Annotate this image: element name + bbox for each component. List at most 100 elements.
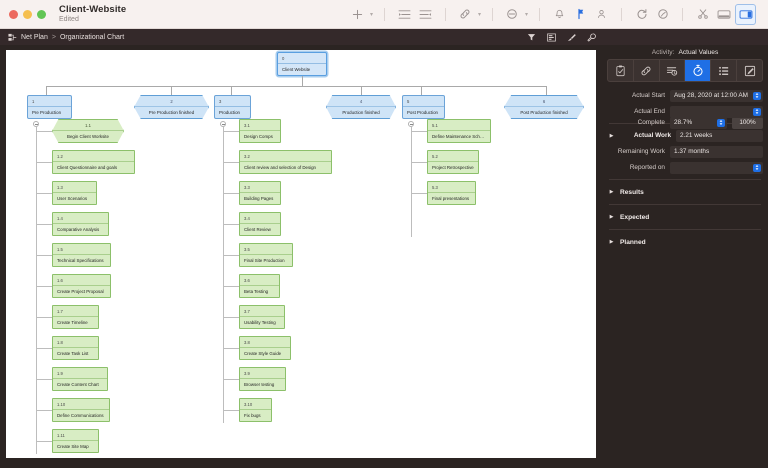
- node-task-1-2[interactable]: 1.2 Client Questionnaire and goals: [52, 150, 135, 174]
- tab-notes[interactable]: [737, 60, 762, 81]
- node-milestone-2[interactable]: 2 Pre Production finished: [134, 95, 209, 119]
- inspector-tabs[interactable]: [607, 59, 763, 82]
- node-milestone-4[interactable]: 4 Production finished: [326, 95, 396, 119]
- tab-general[interactable]: [608, 60, 634, 81]
- set-complete-100-button[interactable]: 100%: [732, 116, 763, 129]
- panel-bottom-icon[interactable]: [714, 5, 733, 24]
- window-bottom-edge: [0, 463, 768, 468]
- node-task-1-8[interactable]: 1.8 Create Task List: [52, 336, 99, 360]
- plus-icon[interactable]: [348, 5, 367, 24]
- node-number: 3.2: [240, 151, 331, 162]
- chevron-down-icon[interactable]: ▾: [477, 11, 481, 18]
- section-planned[interactable]: ▶ Planned: [607, 235, 763, 249]
- bell-icon[interactable]: [550, 5, 569, 24]
- node-label: Final Site Production: [244, 258, 285, 263]
- node-task-3-10[interactable]: 3.10 Fix bugs: [239, 398, 272, 422]
- node-task-5-3[interactable]: 5.3 Final presentations: [427, 181, 476, 205]
- stepper-icon[interactable]: [717, 118, 725, 127]
- actual-start-input[interactable]: Aug 28, 2020 at 12:00 AM: [670, 89, 763, 102]
- node-task-1-5[interactable]: 1.5 Technical Specifications: [52, 243, 111, 267]
- tab-list[interactable]: [711, 60, 738, 81]
- expander-phase-1[interactable]: [33, 121, 39, 127]
- zoom-button[interactable]: [37, 9, 46, 19]
- divider: [609, 179, 761, 180]
- node-task-3-1[interactable]: 3.1 Design Comps: [239, 119, 281, 143]
- wrench-icon[interactable]: [587, 33, 596, 42]
- node-task-3-2[interactable]: 3.2 Client review and selection of Desig…: [239, 150, 332, 174]
- node-task-1-1[interactable]: 1.1 Begin Client Worksite: [52, 119, 124, 143]
- reported-on-input[interactable]: [670, 161, 763, 174]
- window-controls[interactable]: [0, 9, 46, 19]
- node-task-3-3[interactable]: 3.3 Building Pages: [239, 181, 281, 205]
- node-task-1-3[interactable]: 1.3 User Scenarios: [52, 181, 97, 205]
- divider: [609, 229, 761, 230]
- node-task-1-11[interactable]: 1.11 Create Site Map: [52, 429, 99, 453]
- actual-end-input[interactable]: [670, 105, 763, 118]
- chart-canvas[interactable]: 0 Client Website 1 Pre Production: [6, 50, 596, 458]
- node-task-5-1[interactable]: 5.1 Define Maintenance Schedule: [427, 119, 491, 143]
- outline-icon[interactable]: [547, 33, 556, 42]
- section-label: Planned: [620, 238, 646, 246]
- indent-icon[interactable]: [395, 5, 414, 24]
- stepper-icon[interactable]: [753, 91, 761, 100]
- panel-right-icon[interactable]: [735, 3, 756, 25]
- node-milestone-6[interactable]: 6 Post Production finished: [504, 95, 584, 119]
- complete-input[interactable]: 28.7%: [670, 116, 727, 129]
- node-root-client-website[interactable]: 0 Client Website: [277, 52, 327, 76]
- tab-links[interactable]: [634, 60, 660, 81]
- node-task-1-9[interactable]: 1.9 Create Content Chart: [52, 367, 108, 391]
- disclosure-triangle-icon[interactable]: ▶: [609, 239, 614, 245]
- disclosure-triangle-icon[interactable]: ▶: [609, 189, 614, 195]
- actual-work-value[interactable]: 2.21 weeks: [676, 129, 763, 142]
- circle-minus-icon[interactable]: [503, 5, 522, 24]
- expander-phase-3[interactable]: [220, 121, 226, 127]
- filter-icon[interactable]: [527, 33, 536, 42]
- minimize-button[interactable]: [23, 9, 32, 19]
- disclosure-triangle-icon[interactable]: ▶: [609, 132, 614, 139]
- chevron-down-icon[interactable]: ▾: [369, 11, 373, 18]
- flag-icon[interactable]: [571, 5, 590, 24]
- node-task-3-6[interactable]: 3.6 Beta Testing: [239, 274, 280, 298]
- node-phase-3[interactable]: 3 Production: [214, 95, 251, 119]
- chart-canvas-area[interactable]: 0 Client Website 1 Pre Production: [0, 45, 602, 463]
- node-phase-1[interactable]: 1 Pre Production: [27, 95, 72, 119]
- node-task-3-8[interactable]: 3.8 Create Style Guide: [239, 336, 291, 360]
- refresh-icon[interactable]: [632, 5, 651, 24]
- node-task-3-9[interactable]: 3.9 Browser testing: [239, 367, 286, 391]
- node-task-1-4[interactable]: 1.4 Comparative Analysis: [52, 212, 109, 236]
- person-icon[interactable]: [592, 5, 611, 24]
- link-icon[interactable]: [456, 5, 475, 24]
- tab-schedule[interactable]: [660, 60, 686, 81]
- section-results[interactable]: ▶ Results: [607, 185, 763, 199]
- node-phase-5[interactable]: 5 Post Production: [402, 95, 445, 119]
- inspector-header-value: Actual Values: [678, 48, 719, 56]
- node-label: Beta Testing: [244, 289, 269, 294]
- tab-actual-values[interactable]: [685, 60, 712, 81]
- section-expected[interactable]: ▶ Expected: [607, 210, 763, 224]
- breadcrumb[interactable]: Net Plan > Organizational Chart: [8, 33, 124, 42]
- node-number: 5.2: [428, 151, 478, 162]
- stepper-icon[interactable]: [753, 107, 761, 116]
- close-button[interactable]: [9, 9, 18, 19]
- brush-icon[interactable]: [567, 33, 576, 42]
- breadcrumb-item-organizational-chart[interactable]: Organizational Chart: [59, 34, 125, 41]
- node-task-1-7[interactable]: 1.7 Create Timeline: [52, 305, 99, 329]
- stepper-icon[interactable]: [753, 163, 761, 172]
- expander-phase-5[interactable]: [408, 121, 414, 127]
- toolbar-group-markers: [544, 5, 617, 24]
- scissors-icon[interactable]: [693, 5, 712, 24]
- breadcrumb-item-net-plan[interactable]: Net Plan: [21, 34, 48, 41]
- outdent-icon[interactable]: [416, 5, 435, 24]
- clock-dial-icon[interactable]: [653, 5, 672, 24]
- disclosure-triangle-icon[interactable]: ▶: [609, 214, 614, 220]
- remaining-work-value[interactable]: 1.37 months: [670, 145, 763, 158]
- node-task-3-4[interactable]: 3.4 Client Review: [239, 212, 281, 236]
- node-task-5-2[interactable]: 5.2 Project Retrospective: [427, 150, 479, 174]
- node-task-3-7[interactable]: 3.7 Usability Testing: [239, 305, 285, 329]
- node-task-1-10[interactable]: 1.10 Define Communications: [52, 398, 110, 422]
- node-task-1-6[interactable]: 1.6 Create Project Proposal: [52, 274, 111, 298]
- node-task-3-5[interactable]: 3.5 Final Site Production: [239, 243, 293, 267]
- chevron-down-icon[interactable]: ▾: [524, 11, 528, 18]
- toolbar-divider: [621, 7, 622, 21]
- field-remaining-work: Remaining Work 1.37 months: [607, 145, 763, 158]
